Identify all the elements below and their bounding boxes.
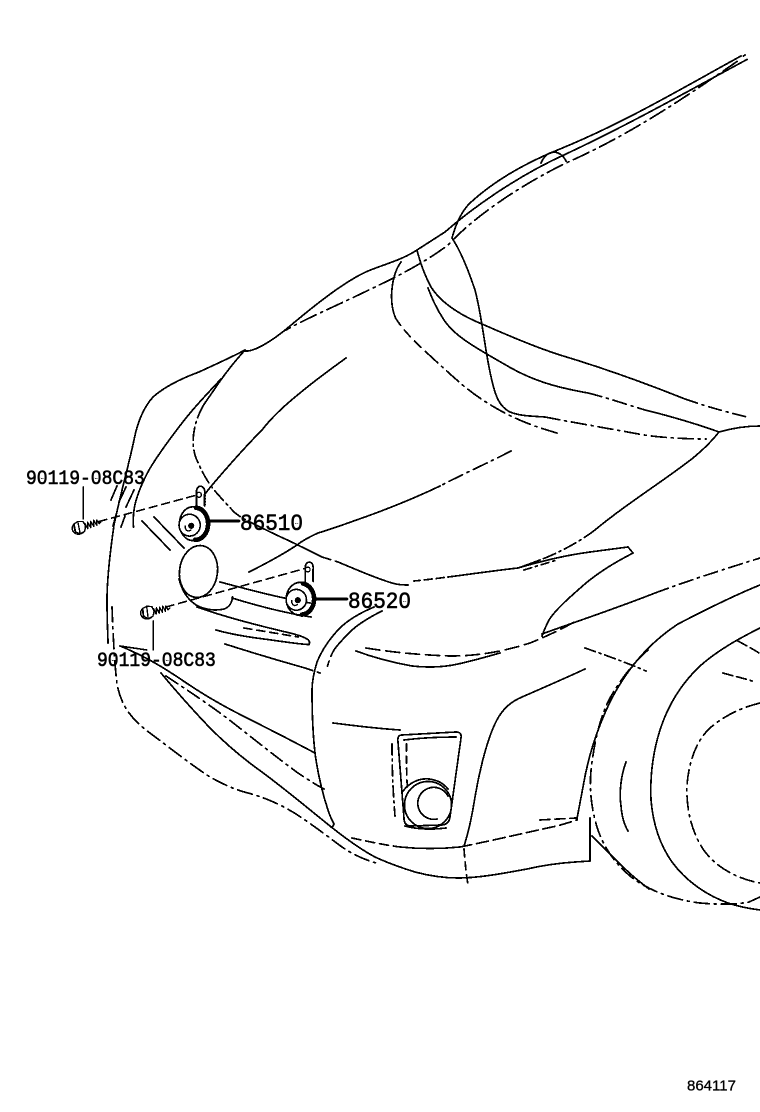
svg-text:864117: 864117	[687, 1078, 736, 1095]
svg-text:90119-08C83: 90119-08C83	[26, 467, 145, 490]
svg-text:86510: 86510	[240, 510, 303, 537]
svg-text:86520: 86520	[348, 588, 411, 615]
svg-text:90119-08C83: 90119-08C83	[97, 649, 216, 672]
